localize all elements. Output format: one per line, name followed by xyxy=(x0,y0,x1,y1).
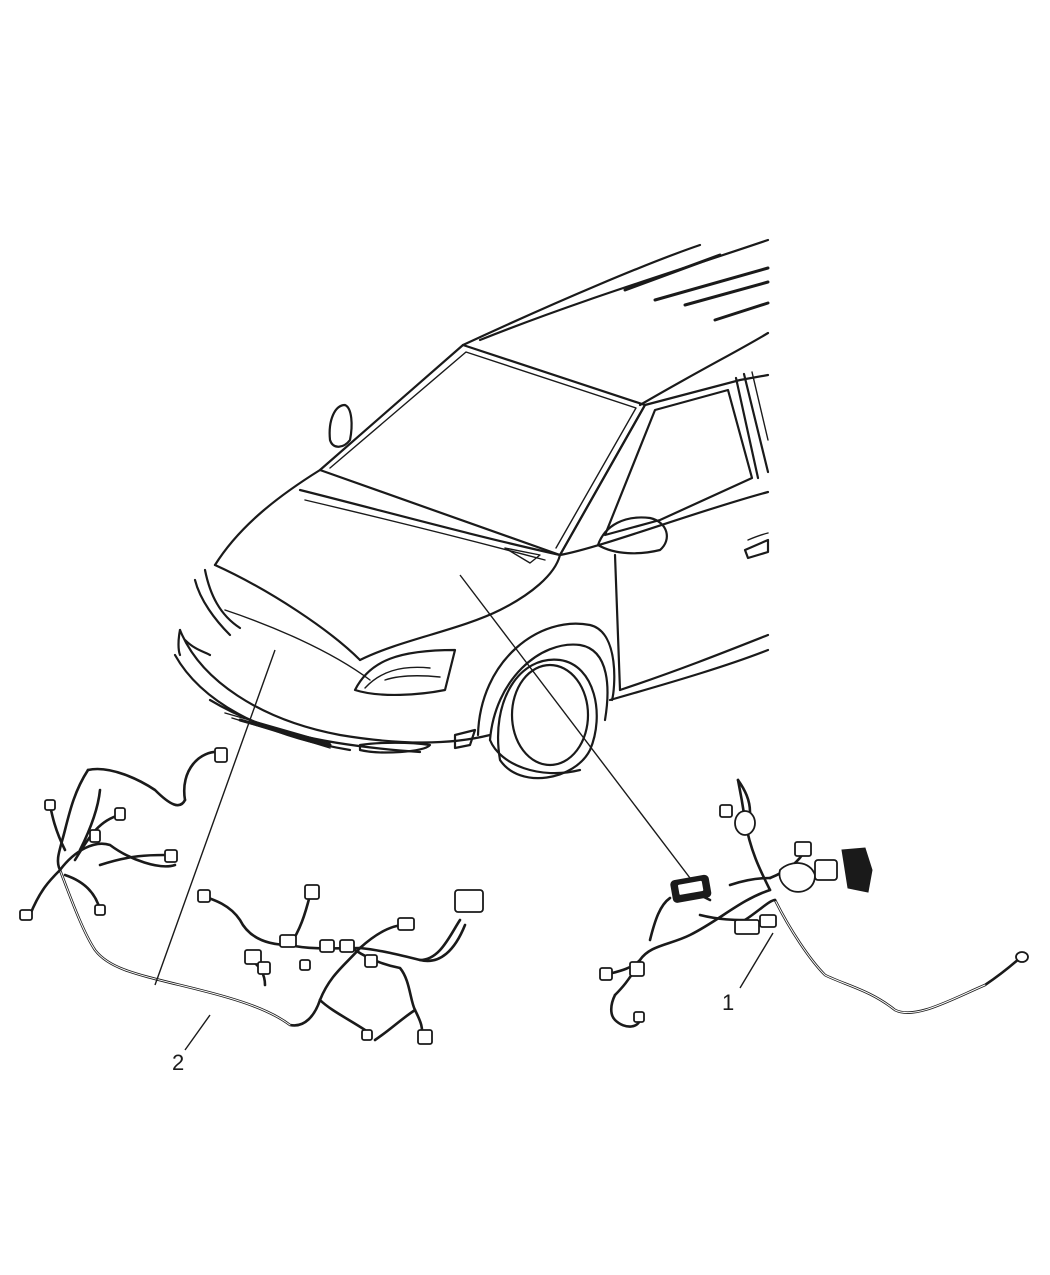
callout-labels: 1 2 xyxy=(172,990,734,1075)
front-wiring-harness xyxy=(19,747,484,1045)
callout-2-label: 2 xyxy=(172,1050,184,1075)
leader-lines xyxy=(154,574,774,1051)
callout-1-label: 1 xyxy=(722,990,734,1015)
headlamp-wiring-harness xyxy=(599,778,1029,1028)
vehicle-illustration xyxy=(173,238,770,780)
